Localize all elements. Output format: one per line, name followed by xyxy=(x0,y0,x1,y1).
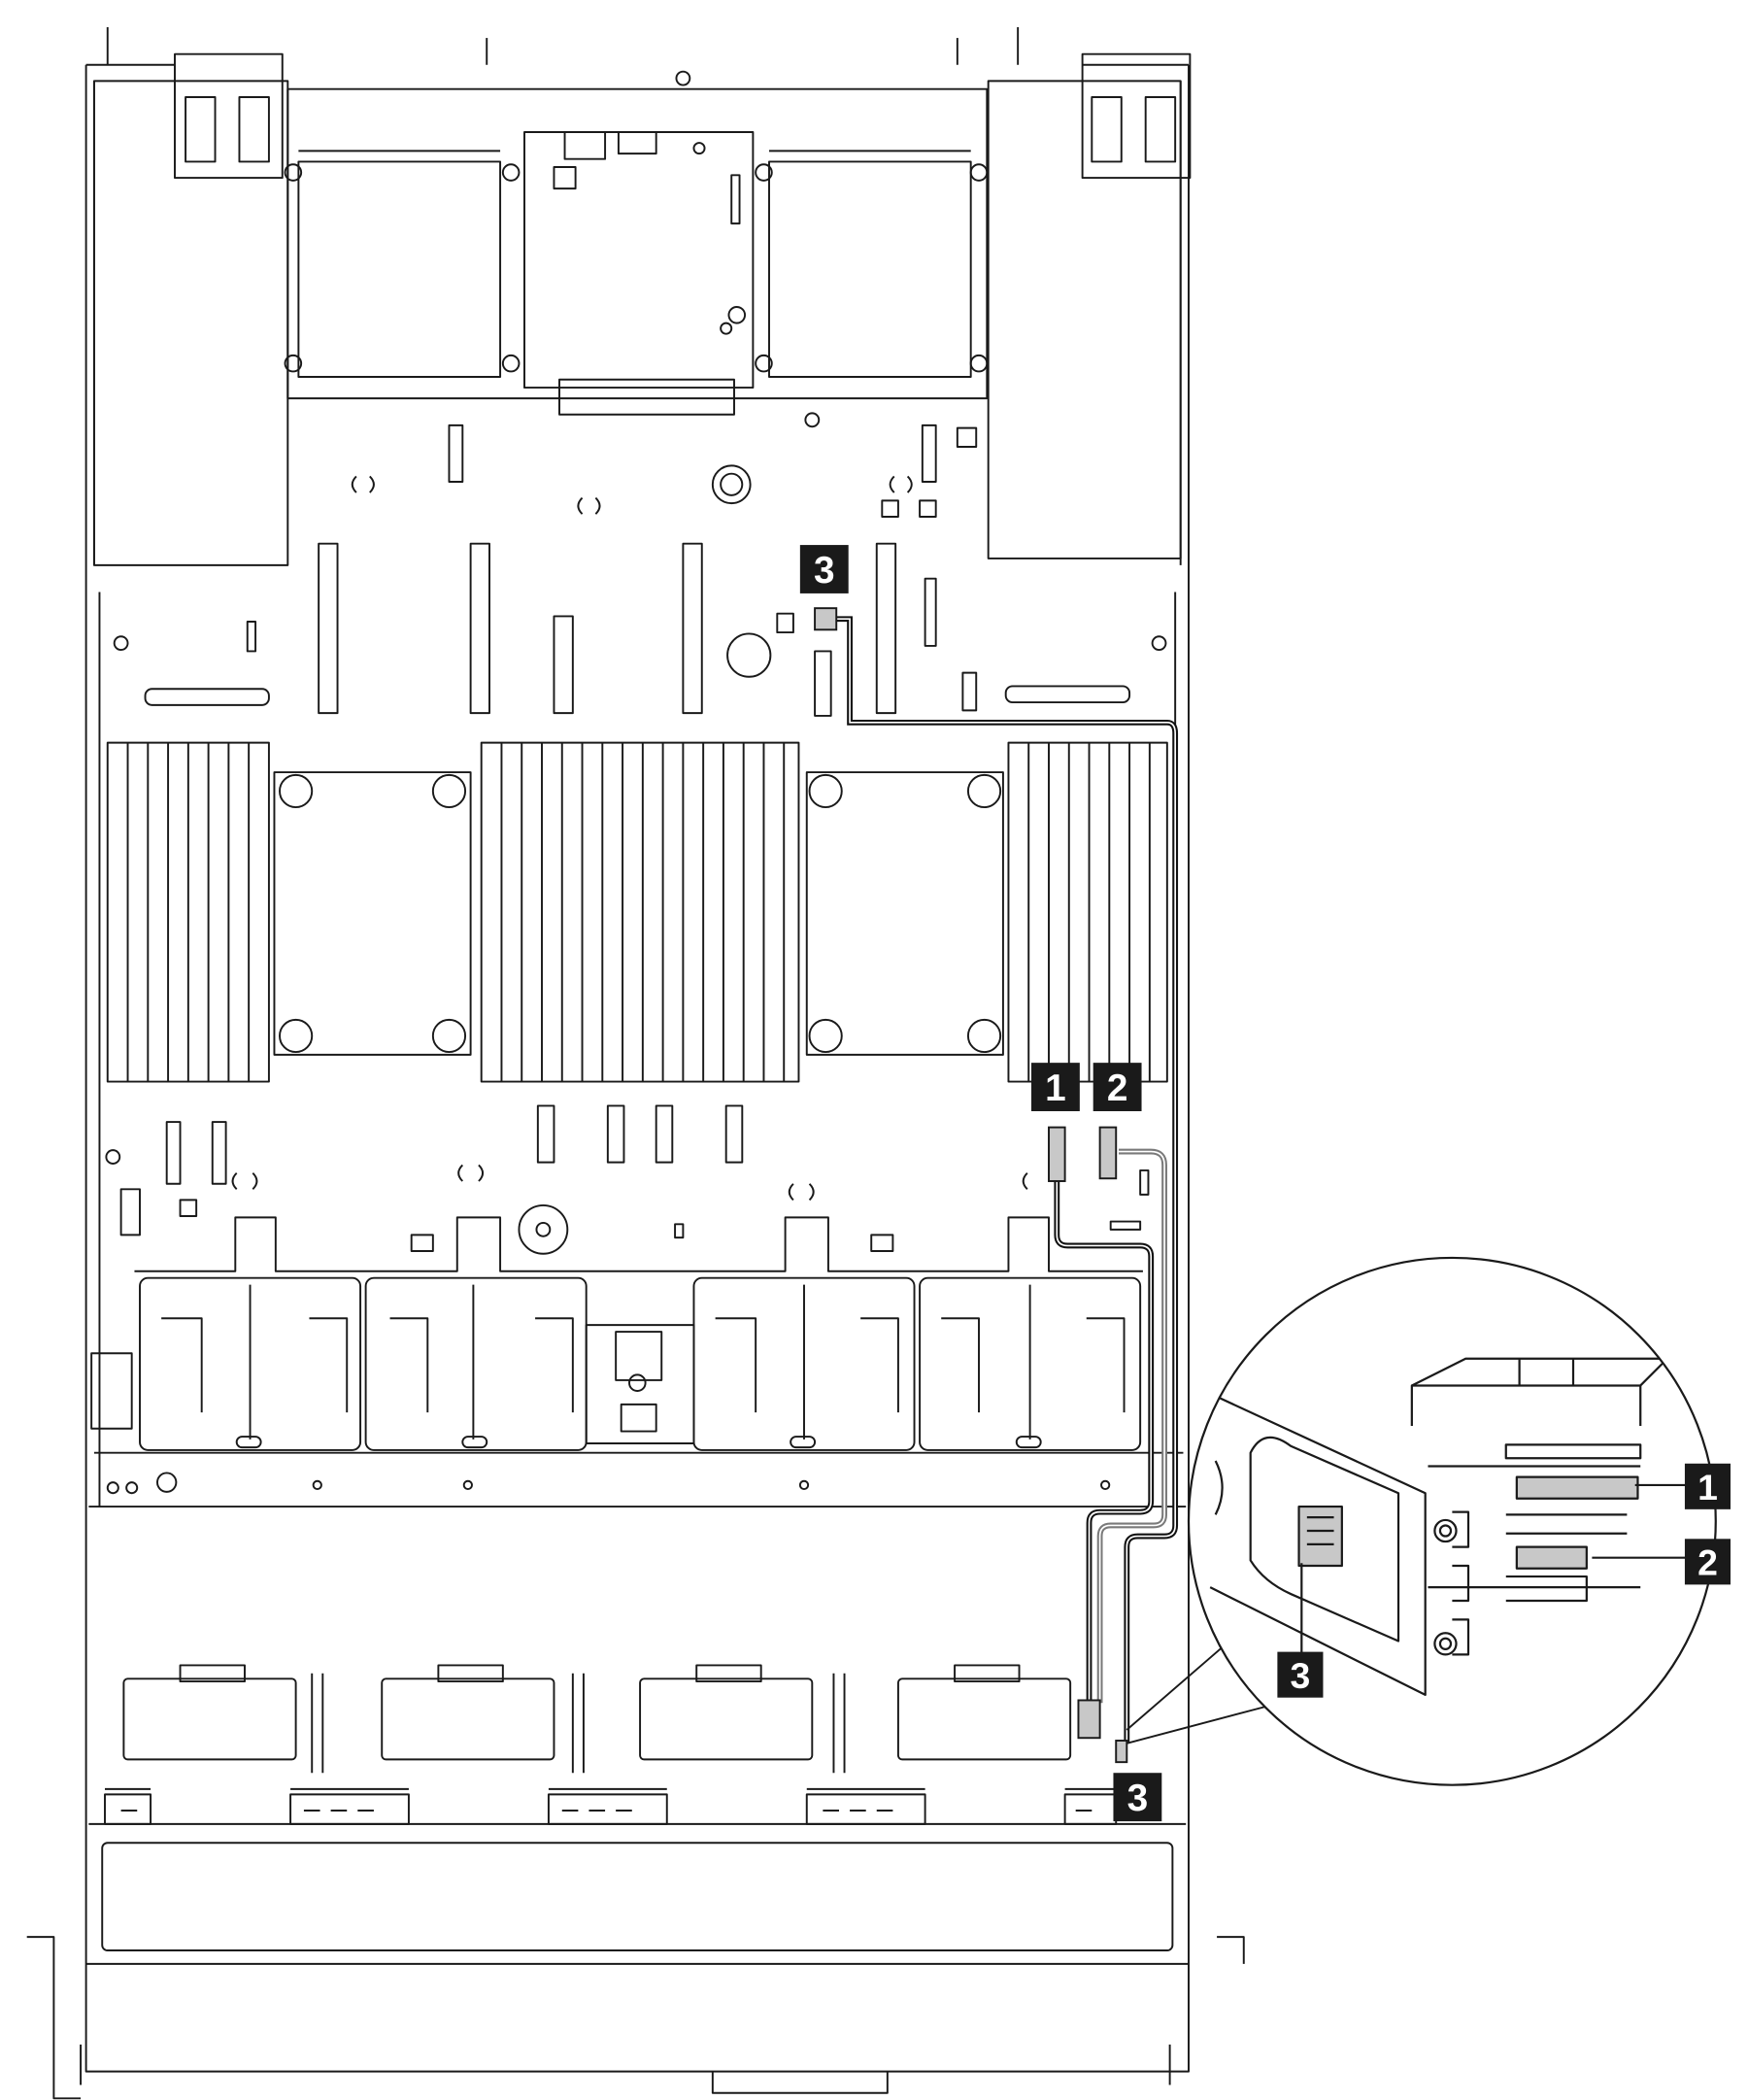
callout-3-main-top: 3 xyxy=(799,545,849,593)
processor-heatsinks xyxy=(273,771,1004,1056)
cable-1-black xyxy=(1054,1178,1155,1704)
callout-1-main: 1 xyxy=(1031,1063,1080,1111)
svg-text:3: 3 xyxy=(814,550,835,592)
fan-cage xyxy=(90,1216,1184,1495)
svg-text:1: 1 xyxy=(1698,1467,1718,1507)
connector-3-backplane xyxy=(1115,1740,1128,1764)
chassis-outline xyxy=(26,63,1245,2100)
magnified-inset xyxy=(1126,1256,1717,1786)
callout-2-inset: 2 xyxy=(1684,1539,1731,1585)
svg-text:2: 2 xyxy=(1107,1067,1128,1109)
cable-2-gray xyxy=(1096,1148,1167,1704)
callout-3-main-bottom: 3 xyxy=(1113,1773,1162,1822)
callout-2-main: 2 xyxy=(1092,1063,1142,1111)
callout-3-inset: 3 xyxy=(1277,1651,1324,1698)
svg-text:3: 3 xyxy=(1291,1655,1311,1696)
connector-backplane-signal xyxy=(1077,1699,1101,1740)
svg-text:1: 1 xyxy=(1045,1067,1066,1109)
callout-1-inset: 1 xyxy=(1684,1463,1731,1509)
dimm-banks xyxy=(106,741,1168,1083)
front-backplane xyxy=(104,1664,1118,1825)
cable-3-black xyxy=(829,616,1179,1744)
connector-3-motherboard xyxy=(814,607,838,631)
svg-text:2: 2 xyxy=(1698,1542,1718,1583)
connector-2-motherboard xyxy=(1098,1126,1118,1180)
pcie-slots xyxy=(105,423,1167,1255)
connector-1-motherboard xyxy=(1048,1126,1066,1182)
svg-text:3: 3 xyxy=(1127,1778,1149,1819)
rear-riser-cage xyxy=(92,70,1182,566)
rear-latches xyxy=(106,26,1192,180)
